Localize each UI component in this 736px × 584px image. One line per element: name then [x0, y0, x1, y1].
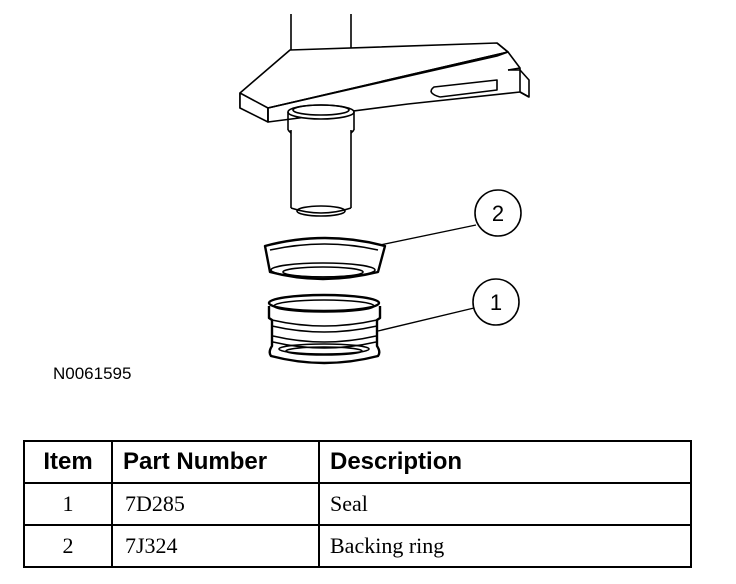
header-description: Description [318, 440, 692, 484]
parts-table: Item Part Number Description 1 7D285 Sea… [23, 440, 692, 568]
figure-id: N0061595 [53, 364, 132, 383]
header-item: Item [23, 440, 113, 484]
callout-1-number: 1 [490, 290, 502, 315]
header-part-number: Part Number [111, 440, 320, 484]
callout-1: 1 [377, 278, 520, 332]
callout-2: 2 [379, 189, 522, 246]
table-row: 2 7J324 Backing ring [23, 524, 692, 568]
cell-part-number: 7D285 [111, 482, 320, 526]
cell-item: 1 [23, 482, 113, 526]
backing-ring [263, 236, 387, 281]
callout-2-number: 2 [492, 201, 504, 226]
tool-bracket-plate [239, 42, 530, 123]
cell-description: Seal [318, 482, 692, 526]
cell-description: Backing ring [318, 524, 692, 568]
installer-sleeve [287, 104, 355, 217]
table-row: 1 7D285 Seal [23, 482, 692, 526]
cell-part-number: 7J324 [111, 524, 320, 568]
seal [267, 293, 382, 365]
table-header-row: Item Part Number Description [23, 440, 692, 484]
seal-installer-illustration: 2 1 [239, 14, 530, 365]
cell-item: 2 [23, 524, 113, 568]
